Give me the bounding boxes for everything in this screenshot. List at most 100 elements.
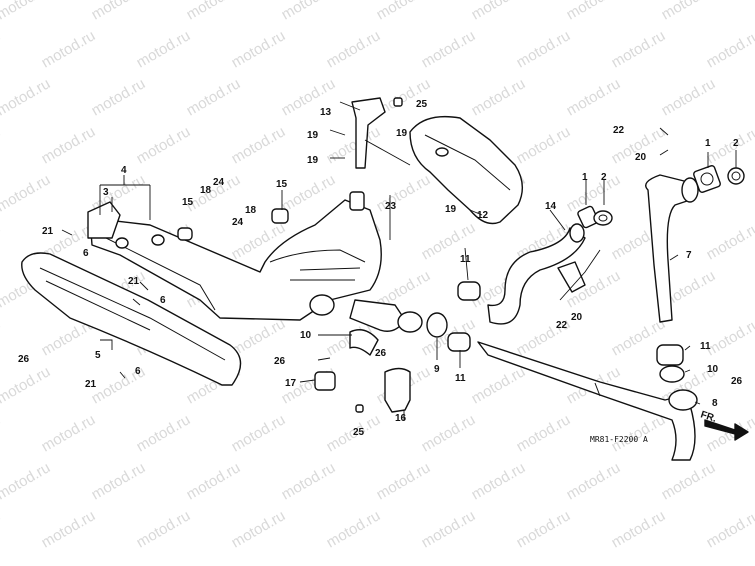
pipe-seal-11b[interactable] xyxy=(447,332,471,352)
watermark-text: motod.ru xyxy=(514,123,574,167)
watermark-text: motod.ru xyxy=(0,123,3,167)
callout-15: 15 xyxy=(276,179,288,190)
watermark-text: motod.ru xyxy=(39,411,99,455)
rubber-mount-17[interactable] xyxy=(314,371,336,391)
callout-6: 6 xyxy=(83,248,89,259)
exhaust-pipe-long-part[interactable] xyxy=(477,341,698,461)
callout-11: 11 xyxy=(455,373,466,384)
callout-19: 19 xyxy=(307,130,319,141)
callout-17: 17 xyxy=(285,378,297,389)
callout-18: 18 xyxy=(200,185,212,196)
watermark-text: motod.ru xyxy=(39,507,99,551)
watermark-text: motod.ru xyxy=(704,27,755,71)
watermark-text: motod.ru xyxy=(134,123,194,167)
callout-2: 2 xyxy=(733,138,739,149)
pipe-seal-11c[interactable] xyxy=(656,344,684,366)
watermark-text: motod.ru xyxy=(419,507,479,551)
callout-2: 2 xyxy=(601,172,607,183)
callout-18: 18 xyxy=(245,205,257,216)
watermark-text: motod.ru xyxy=(0,315,3,359)
watermark-text: motod.ru xyxy=(419,411,479,455)
collar-15[interactable] xyxy=(177,227,193,241)
callout-8: 8 xyxy=(712,398,718,409)
watermark-text: motod.ru xyxy=(279,459,339,503)
watermark-text: motod.ru xyxy=(89,0,149,23)
callout-labels: 1 1 2 2 3 4 5 6 6 6 7 8 9 10 10 11 11 11… xyxy=(18,99,743,438)
hanger-bracket-20[interactable] xyxy=(557,261,586,293)
flange-gasket-2[interactable] xyxy=(727,167,745,185)
watermark-text: motod.ru xyxy=(374,0,434,23)
callout-26: 26 xyxy=(18,354,30,365)
watermark-text: motod.ru xyxy=(609,411,669,455)
clamp-10a[interactable] xyxy=(349,329,379,356)
collar-15b[interactable] xyxy=(271,208,289,224)
bracket-16[interactable] xyxy=(384,367,411,413)
watermark-text: motod.ru xyxy=(279,0,339,23)
callout-11: 11 xyxy=(700,341,711,352)
watermark-text: motod.ru xyxy=(184,459,244,503)
watermark-text: motod.ru xyxy=(419,27,479,71)
watermark-text: motod.ru xyxy=(659,0,719,23)
watermark-text: motod.ru xyxy=(0,363,53,407)
callout-11: 11 xyxy=(460,254,471,265)
watermark-text: motod.ru xyxy=(134,507,194,551)
callout-16: 16 xyxy=(395,413,407,424)
clamp-10b[interactable] xyxy=(659,365,685,383)
pipe-seal-11a[interactable] xyxy=(457,281,481,301)
callout-20: 20 xyxy=(571,312,583,323)
callout-19: 19 xyxy=(445,204,457,215)
callout-9: 9 xyxy=(434,364,440,375)
watermark-text: motod.ru xyxy=(0,75,53,119)
callout-7: 7 xyxy=(686,250,692,261)
watermark-text: motod.ru xyxy=(469,0,529,23)
watermark-text: motod.ru xyxy=(0,219,3,263)
callout-26: 26 xyxy=(274,356,286,367)
watermark-text: motod.ru xyxy=(229,411,289,455)
exhaust-protector-part[interactable] xyxy=(409,115,523,225)
exhaust-pipe-right-part[interactable] xyxy=(645,174,699,323)
watermark-text: motod.ru xyxy=(659,459,719,503)
callout-4: 4 xyxy=(121,165,127,176)
flange-gasket-2b[interactable] xyxy=(593,210,613,226)
leader-lines xyxy=(61,101,737,420)
watermark-text: motod.ru xyxy=(704,219,755,263)
callout-13: 13 xyxy=(320,107,332,118)
callout-22: 22 xyxy=(613,125,625,136)
watermark-text: motod.ru xyxy=(659,75,719,119)
watermark-text: motod.ru xyxy=(469,459,529,503)
heat-shield-part[interactable] xyxy=(21,252,242,386)
diagram-code: MR81-F2200 A xyxy=(590,435,648,444)
protector-stay-part[interactable] xyxy=(351,97,386,169)
fr-label: FR. xyxy=(699,409,718,425)
watermark-text: motod.ru xyxy=(704,507,755,551)
watermark-text: motod.ru xyxy=(469,75,529,119)
callout-20: 20 xyxy=(635,152,647,163)
callout-24: 24 xyxy=(213,177,225,188)
callout-10: 10 xyxy=(707,364,719,375)
callout-14: 14 xyxy=(545,201,557,212)
callout-19: 19 xyxy=(396,128,408,139)
watermark-text: motod.ru xyxy=(704,315,755,359)
watermark-text: motod.ru xyxy=(609,507,669,551)
callout-10: 10 xyxy=(300,330,312,341)
exhaust-pipe-center-part[interactable] xyxy=(487,223,586,325)
watermark-text: motod.ru xyxy=(0,507,3,551)
bolt-set-25[interactable] xyxy=(355,97,403,413)
callout-3: 3 xyxy=(103,187,109,198)
clamp-9[interactable] xyxy=(426,312,448,338)
watermark-text: motod.ru xyxy=(324,507,384,551)
watermark-text: motod.ru xyxy=(324,27,384,71)
watermark-text: motod.ru xyxy=(469,363,529,407)
watermark-text: motod.ru xyxy=(704,123,755,167)
callout-21: 21 xyxy=(42,226,54,237)
watermark-text: motod.ru xyxy=(609,27,669,71)
watermark-text: motod.ru xyxy=(564,459,624,503)
joint-pipe-part[interactable] xyxy=(349,299,423,333)
callout-6: 6 xyxy=(135,366,141,377)
flange-gasket-1[interactable] xyxy=(693,165,721,193)
watermark-text: motod.ru xyxy=(0,171,53,215)
callout-26: 26 xyxy=(731,376,743,387)
watermark-text: motod.ru xyxy=(0,27,3,71)
callout-23: 23 xyxy=(385,201,397,212)
callout-26: 26 xyxy=(375,348,387,359)
